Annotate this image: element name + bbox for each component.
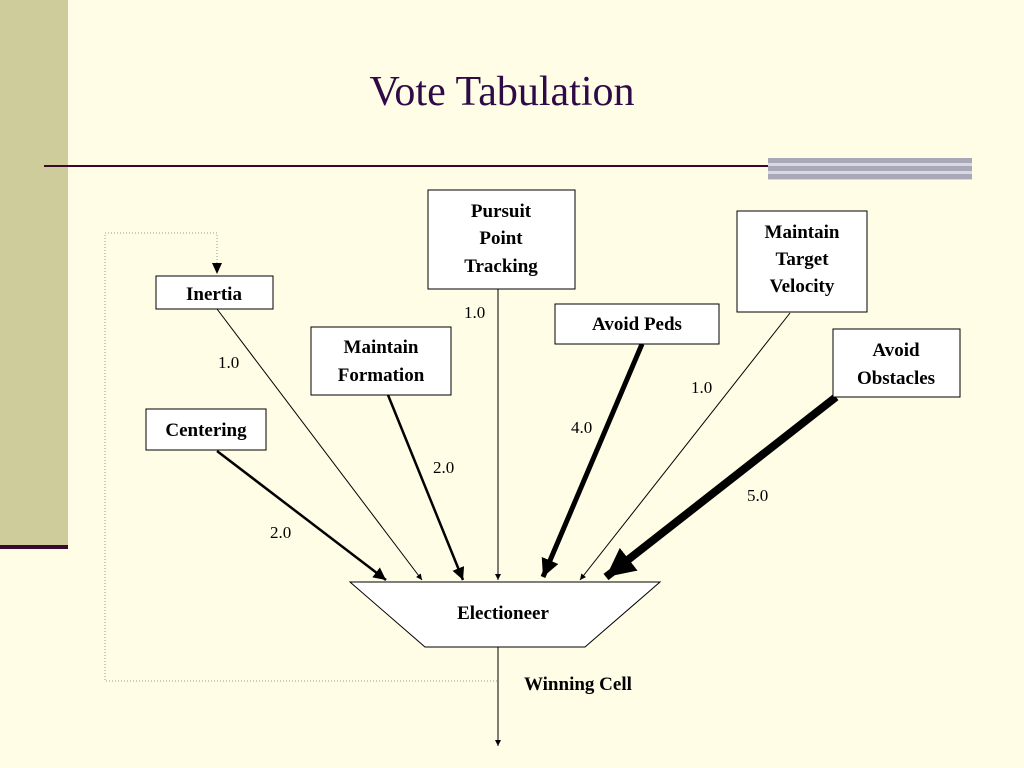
- weight-inertia: 1.0: [218, 353, 239, 372]
- node-maintain-target-velocity: Maintain Target Velocity: [736, 210, 868, 313]
- left-accent-line: [0, 545, 68, 549]
- node-target-velocity-line1: Maintain: [765, 222, 840, 243]
- node-avoid-peds-label: Avoid Peds: [592, 314, 682, 335]
- left-accent-bar: [0, 0, 68, 545]
- edge-maintain-target-velocity: [579, 312, 791, 581]
- node-avoid-peds: Avoid Peds: [554, 303, 720, 345]
- weight-maintain-target-velocity: 1.0: [691, 378, 712, 397]
- node-inertia-label: Inertia: [186, 284, 242, 305]
- edge-inertia: [216, 308, 423, 581]
- node-pursuit-line1: Pursuit: [471, 201, 532, 222]
- title-divider: [44, 165, 972, 167]
- output-winning-cell-label: Winning Cell: [524, 674, 632, 695]
- feedback-loop-arrowhead: [212, 263, 222, 274]
- weight-pursuit-point-tracking: 1.0: [464, 303, 485, 322]
- node-target-velocity-line3: Velocity: [770, 276, 835, 297]
- edge-maintain-formation: [386, 394, 465, 581]
- node-avoid-obstacles-line2: Obstacles: [857, 368, 935, 389]
- weight-centering: 2.0: [270, 523, 291, 542]
- node-pursuit-point-tracking: Pursuit Point Tracking: [427, 189, 576, 290]
- node-maintain-formation-line2: Formation: [338, 365, 425, 386]
- node-electioneer-label: Electioneer: [457, 603, 549, 624]
- node-electioneer: Electioneer: [348, 581, 662, 648]
- slide-title: Vote Tabulation: [369, 69, 635, 115]
- edge-centering: [216, 450, 387, 581]
- edge-avoid-obstacles: [603, 393, 839, 581]
- weight-maintain-formation: 2.0: [433, 458, 454, 477]
- feedback-loop-line: [104, 232, 497, 682]
- node-maintain-formation-line1: Maintain: [344, 337, 419, 358]
- node-avoid-obstacles: Avoid Obstacles: [832, 328, 961, 398]
- node-pursuit-line3: Tracking: [464, 256, 538, 277]
- node-inertia: Inertia: [155, 275, 274, 310]
- weight-avoid-peds: 4.0: [571, 418, 592, 437]
- node-centering: Centering: [145, 408, 267, 451]
- title-divider-accent: [768, 158, 972, 180]
- weight-avoid-obstacles: 5.0: [747, 486, 768, 505]
- node-centering-label: Centering: [165, 420, 247, 441]
- node-target-velocity-line2: Target: [775, 249, 829, 270]
- node-pursuit-line2: Point: [479, 228, 523, 249]
- node-maintain-formation: Maintain Formation: [310, 326, 452, 396]
- edge-avoid-peds: [540, 343, 645, 578]
- node-avoid-obstacles-line1: Avoid: [872, 340, 920, 361]
